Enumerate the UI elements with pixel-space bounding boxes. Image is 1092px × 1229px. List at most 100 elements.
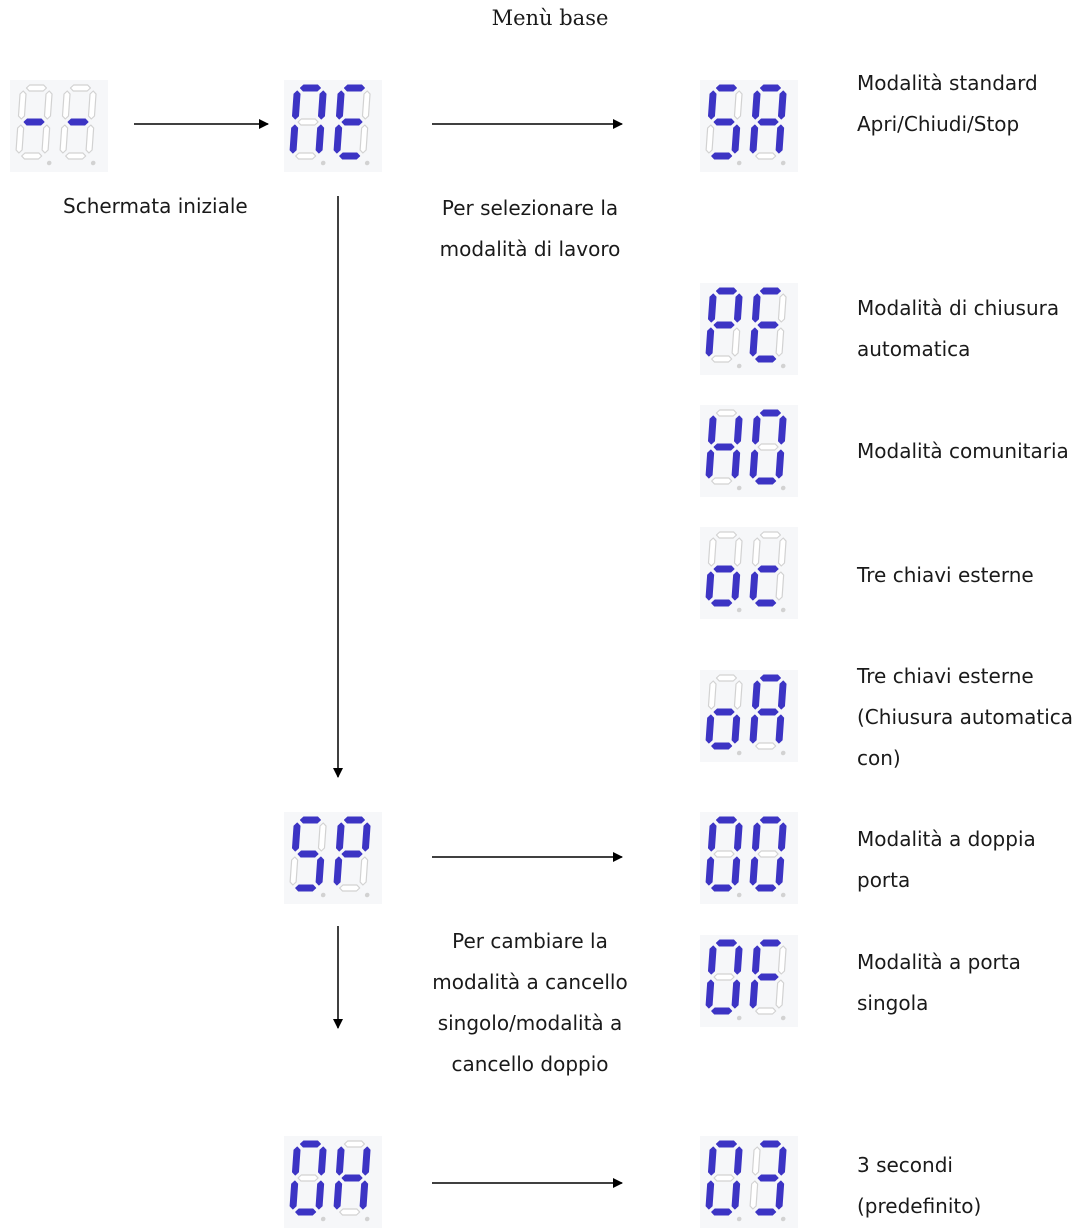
segment-a-on <box>759 1140 781 1148</box>
decimal-point <box>736 485 742 491</box>
segment-g-off <box>757 443 779 451</box>
segment-b-on <box>777 90 787 120</box>
decimal-point <box>736 607 742 613</box>
segment-a-off <box>715 409 738 417</box>
seven-segment-svg <box>700 812 798 904</box>
segment-d-off <box>711 355 733 363</box>
segment-f-on <box>335 822 345 852</box>
segment-c-off <box>41 124 51 154</box>
segment-c-on <box>731 449 741 479</box>
segment-b-on <box>317 1146 327 1176</box>
segment-a-off <box>715 531 738 539</box>
segment-d-on <box>755 599 777 607</box>
segment-a-on <box>759 816 781 824</box>
decimal-point <box>364 1216 370 1222</box>
segment-d-on <box>295 1208 317 1216</box>
segment-e-off <box>15 124 25 154</box>
display-double-door <box>700 812 798 904</box>
segment-a-on <box>759 939 781 947</box>
seven-segment-svg <box>700 670 798 762</box>
segment-e-on <box>705 1180 715 1210</box>
segment-a-on <box>759 84 781 92</box>
segment-e-on <box>289 124 299 154</box>
segment-d-off <box>21 152 43 160</box>
segment-g-off <box>713 973 735 981</box>
segment-g-on <box>341 1174 363 1182</box>
segment-d-on <box>711 884 733 892</box>
segment-e-on <box>749 449 759 479</box>
display-standard <box>700 80 798 172</box>
segment-c-on <box>315 856 325 886</box>
segment-f-on <box>707 1146 717 1176</box>
segment-f-on <box>751 680 761 710</box>
segment-g-on <box>757 118 779 126</box>
segment-d-off <box>755 152 777 160</box>
segment-b-off <box>733 537 743 567</box>
segment-b-off <box>317 822 327 852</box>
segment-g-on <box>713 565 735 573</box>
segment-f-off <box>751 1146 761 1176</box>
decimal-point <box>736 363 742 369</box>
segment-b-off <box>733 90 743 120</box>
segment-c-off <box>731 327 741 357</box>
label-three-seconds: 3 secondi (predefinito) <box>857 1153 982 1218</box>
decimal-point <box>736 1015 742 1021</box>
segment-g-on <box>757 321 779 329</box>
segment-e-on <box>705 856 715 886</box>
segment-e-on <box>749 714 759 744</box>
segment-e-on <box>749 124 759 154</box>
segment-e-on <box>749 979 759 1009</box>
segment-d-off <box>711 477 733 485</box>
segment-e-on <box>333 856 343 886</box>
segment-g-on <box>67 118 89 126</box>
segment-a-on <box>299 816 321 824</box>
segment-f-on <box>291 1146 301 1176</box>
segment-c-on <box>315 1180 325 1210</box>
segment-d-on <box>755 884 777 892</box>
segment-d-off <box>65 152 87 160</box>
segment-c-on <box>731 1180 741 1210</box>
segment-f-on <box>751 293 761 323</box>
segment-e-on <box>749 856 759 886</box>
segment-d-on <box>755 477 777 485</box>
segment-a-on <box>715 84 737 92</box>
segment-c-on <box>775 856 785 886</box>
label-single-door: Modalità a porta singola <box>857 950 1021 1015</box>
display-auto-close <box>700 283 798 375</box>
segment-b-on <box>733 1146 743 1176</box>
decimal-point <box>90 160 96 166</box>
label-change-gate-mode: Per cambiare la modalità a cancello sing… <box>432 929 628 1076</box>
segment-c-off <box>85 124 95 154</box>
seven-segment-svg <box>284 80 382 172</box>
segment-c-off <box>359 124 369 154</box>
segment-c-on <box>731 856 741 886</box>
segment-g-off <box>297 118 319 126</box>
segment-g-off <box>757 850 779 858</box>
segment-a-off <box>25 84 48 92</box>
segment-e-off <box>749 1180 759 1210</box>
segment-f-on <box>291 822 301 852</box>
seven-segment-svg <box>700 405 798 497</box>
segment-b-on <box>733 822 743 852</box>
segment-e-off <box>289 856 299 886</box>
segment-e-on <box>705 449 715 479</box>
display-three-seconds <box>700 1136 798 1228</box>
segment-c-off <box>775 571 785 601</box>
label-three-keys-auto: Tre chiavi esterne (Chiusura automatica … <box>857 664 1074 770</box>
segment-b-off <box>777 293 787 323</box>
segment-f-off <box>61 90 71 120</box>
decimal-point <box>736 160 742 166</box>
segment-d-off <box>755 742 777 750</box>
segment-e-on <box>705 327 715 357</box>
decimal-point <box>320 1216 326 1222</box>
segment-d-on <box>711 599 733 607</box>
segment-c-on <box>731 124 741 154</box>
segment-g-on <box>23 118 45 126</box>
decimal-point <box>364 160 370 166</box>
decimal-point <box>320 160 326 166</box>
segment-a-on <box>343 816 365 824</box>
segment-a-on <box>759 674 781 682</box>
segment-e-on <box>333 1180 343 1210</box>
label-auto-close-mode: Modalità di chiusura automatica <box>857 296 1060 361</box>
segment-d-on <box>295 884 317 892</box>
